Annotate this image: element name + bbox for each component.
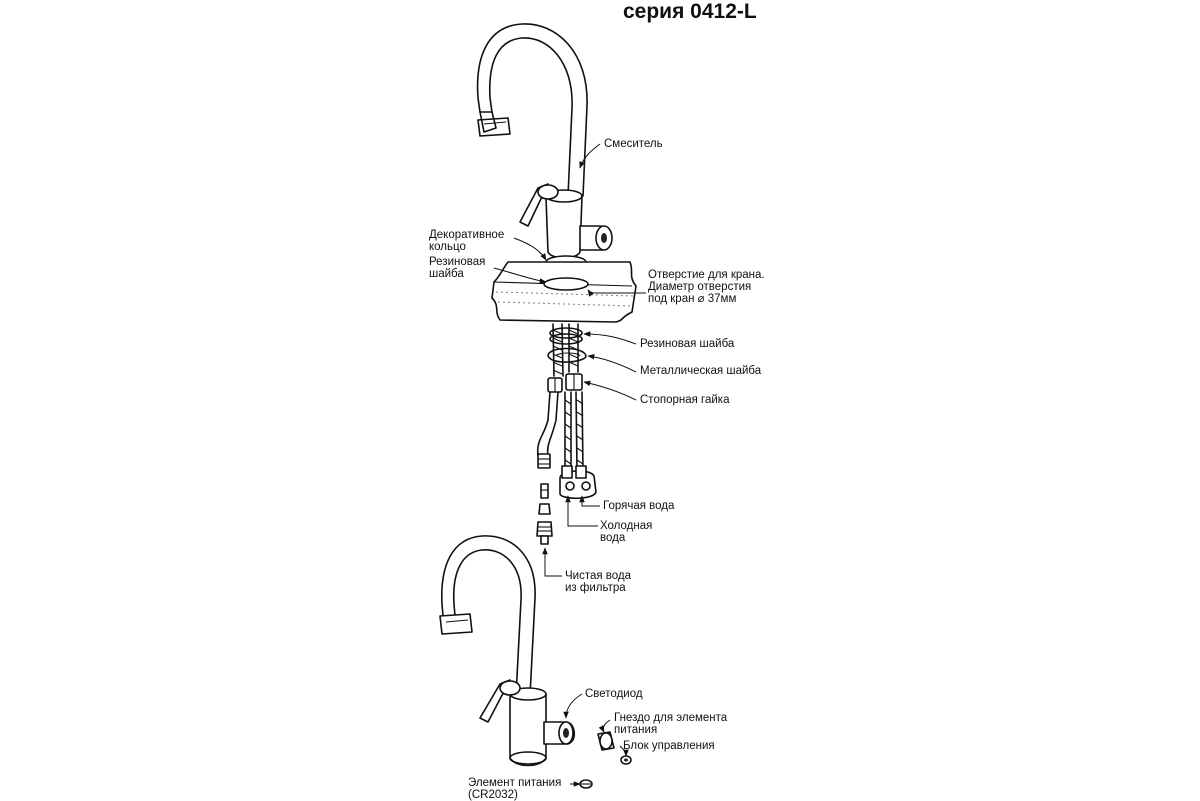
battery-socket-icon: [597, 731, 615, 751]
top-faucet: [476, 23, 613, 259]
label-mixer: Смеситель: [604, 138, 663, 150]
clean-water-fittings-icon: [536, 483, 553, 545]
label-hole: Отверстие для крана. Диаметр отверстия п…: [648, 269, 765, 305]
label-rubber-washer: Резиновая шайба: [640, 338, 735, 350]
label-hot-water: Горячая вода: [603, 500, 675, 512]
filter-connector-icon: [537, 453, 551, 469]
label-rubber-washer-top: Резиновая шайба: [429, 256, 486, 280]
battery-icon: [579, 779, 593, 789]
leader-lines-bottom: [563, 693, 629, 787]
rubber-washer-icon: [549, 327, 583, 345]
label-led: Светодиод: [585, 688, 643, 700]
label-metal-washer: Металлическая шайба: [640, 365, 762, 377]
lock-nut-icon: [547, 373, 583, 393]
metal-washer-icon: [547, 347, 587, 363]
hot-cold-connector-icon: [559, 465, 597, 500]
label-decorative-ring: Декоративное кольцо: [429, 229, 505, 253]
countertop-icon: [491, 261, 637, 323]
label-control-unit: Блок управления: [623, 740, 715, 752]
aerator-icon: [479, 111, 497, 133]
label-battery-socket: Гнездо для элемента питания: [614, 712, 728, 736]
series-title: серия 0412-L: [623, 0, 757, 23]
control-unit-icon: [620, 755, 632, 765]
label-battery: Элемент питания (CR2032): [468, 777, 562, 801]
label-cold-water: Холодная вода: [600, 520, 653, 544]
aerator-bottom-icon: [439, 613, 473, 635]
braided-hoses-icon: [536, 323, 584, 471]
bottom-faucet: [439, 535, 576, 767]
label-clean-water: Чистая вода из фильтра: [565, 570, 632, 594]
label-lock-nut: Стопорная гайка: [640, 394, 730, 406]
leader-lines-top: [493, 143, 646, 577]
